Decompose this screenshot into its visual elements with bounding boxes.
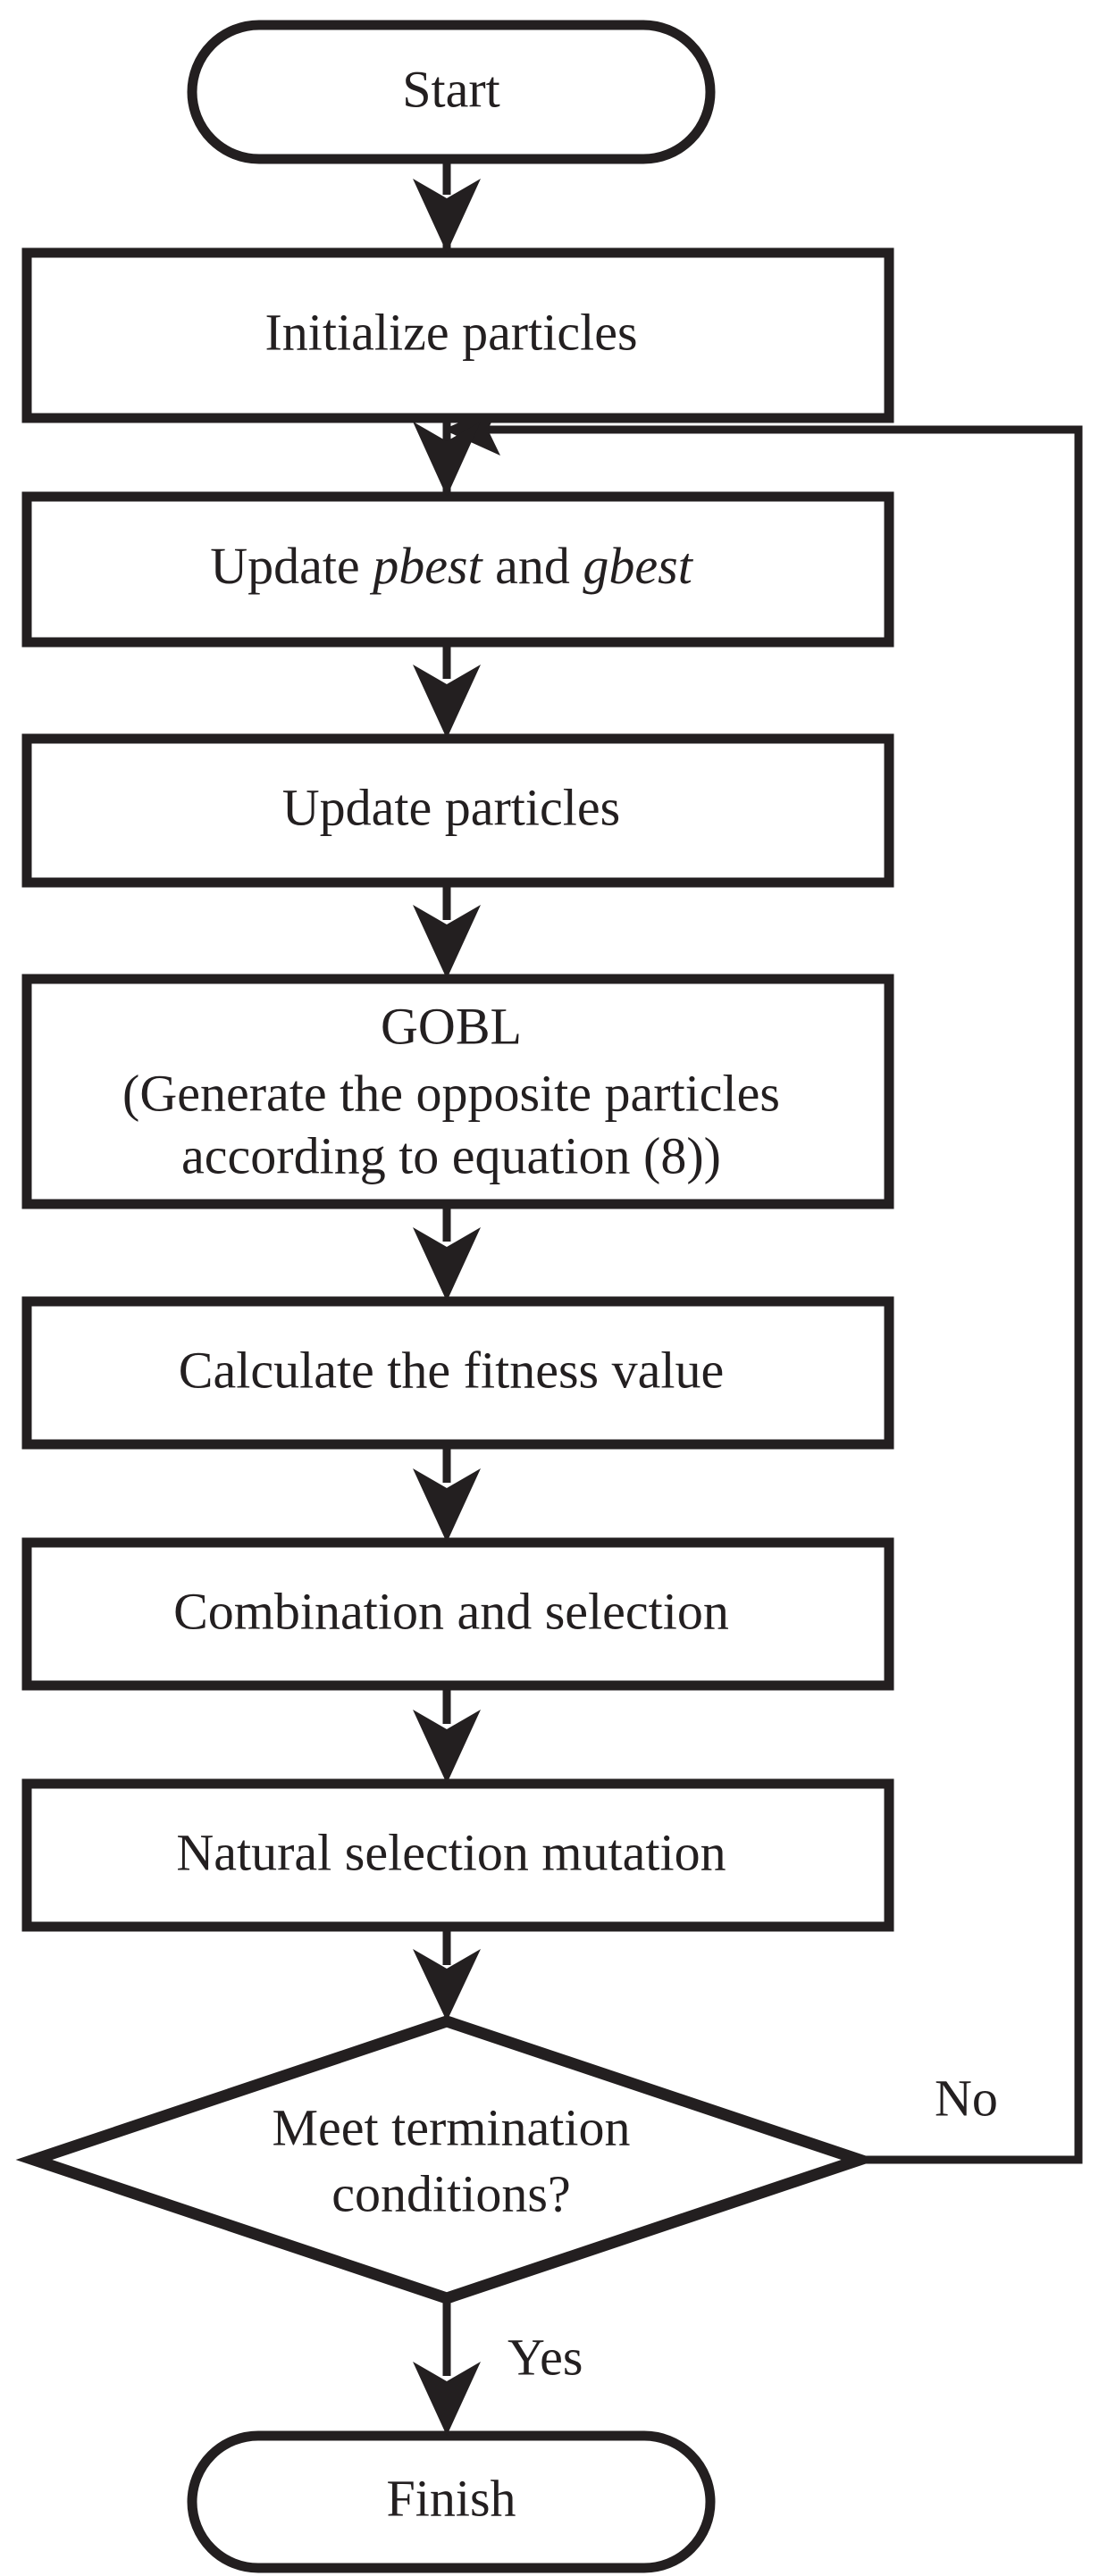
node-initialize-particles[interactable] (21, 247, 894, 423)
arrow-7 (413, 1685, 481, 1784)
arrow-head (413, 1468, 481, 1543)
node-gobl[interactable] (21, 974, 894, 1209)
arrow-head (413, 1949, 481, 2021)
label-meet-termination-line2: conditions? (331, 2164, 570, 2222)
label-gobl-line1: GOBL (381, 997, 522, 1055)
arrow-head (413, 665, 481, 739)
run-update: Update (210, 537, 373, 595)
arrow-head (413, 422, 481, 497)
label-calculate-fitness: Calculate the fitness value (179, 1341, 724, 1399)
edge-label-no: No (935, 2069, 998, 2127)
arrow-9-yes (413, 2298, 481, 2436)
label-update-pbest-gbest: Update pbest and gbest (210, 537, 694, 595)
arrow-head (413, 179, 481, 253)
label-gobl-line3: according to equation (8)) (181, 1126, 721, 1184)
node-combination-selection[interactable] (21, 1537, 894, 1691)
node-finish[interactable] (187, 2430, 716, 2573)
label-update-particles: Update particles (282, 778, 620, 836)
label-start: Start (402, 60, 500, 118)
label-natural-selection-mutation: Natural selection mutation (176, 1823, 726, 1881)
node-start[interactable] (187, 20, 716, 164)
arrow-2 (413, 418, 481, 497)
arrow-head (413, 2362, 481, 2436)
arrow-5 (413, 1204, 481, 1301)
arrow-8 (413, 1927, 481, 2021)
arrow-4 (413, 882, 481, 979)
arrow-6 (413, 1444, 481, 1543)
label-initialize-particles: Initialize particles (264, 303, 637, 361)
node-update-pbest-gbest[interactable] (21, 491, 894, 648)
run-and: and (482, 537, 583, 595)
label-finish: Finish (386, 2469, 516, 2527)
node-natural-selection-mutation[interactable] (21, 1778, 894, 1932)
node-calculate-fitness[interactable] (21, 1296, 894, 1450)
arrow-3 (413, 642, 481, 739)
node-meet-termination[interactable] (15, 2015, 878, 2304)
arrow-head (413, 1710, 481, 1784)
loopback-connector-path (454, 425, 1083, 2164)
label-combination-selection: Combination and selection (173, 1582, 729, 1640)
run-gbest: gbest (583, 537, 693, 595)
label-gobl-line2: (Generate the opposite particles (122, 1064, 780, 1122)
run-pbest: pbest (369, 537, 483, 595)
arrow-head (413, 905, 481, 979)
arrow-1 (413, 159, 481, 253)
node-update-particles[interactable] (21, 733, 894, 888)
edge-label-yes: Yes (508, 2328, 583, 2386)
arrow-head (413, 1227, 481, 1301)
label-meet-termination-line1: Meet termination (272, 2098, 630, 2156)
